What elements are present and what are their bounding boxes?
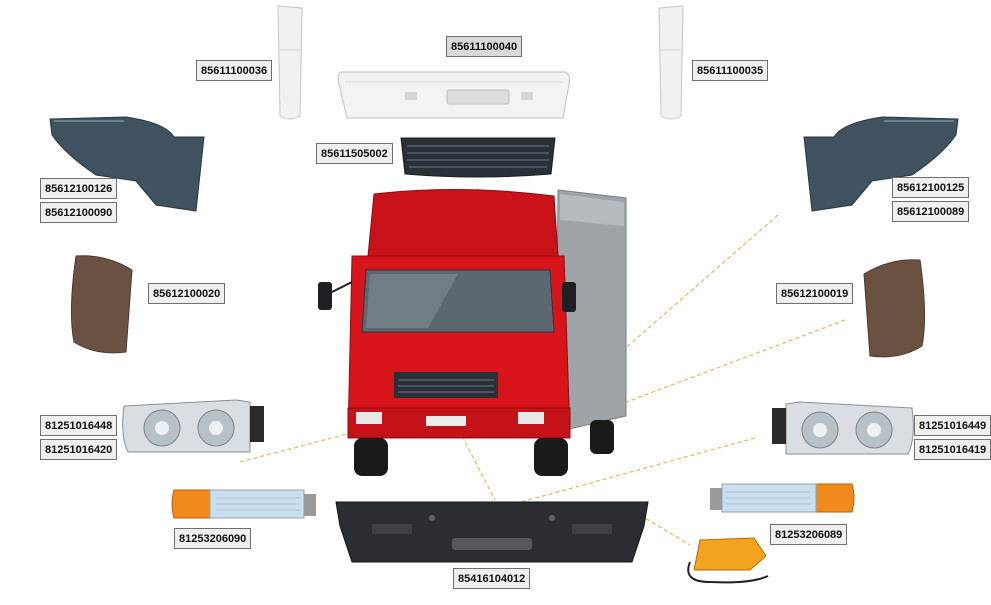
part-label-81253206089: 81253206089 bbox=[770, 524, 848, 545]
right-indicator-lamp-image bbox=[710, 483, 855, 513]
truck-image bbox=[318, 188, 627, 476]
part-label-85612100089: 85612100089 bbox=[892, 201, 970, 222]
part-label-85611100036: 85611100036 bbox=[196, 60, 273, 81]
part-label-85612100020: 85612100020 bbox=[148, 283, 226, 304]
part-label-85611100040: 85611100040 bbox=[446, 36, 523, 57]
right-side-panel-image bbox=[803, 116, 959, 212]
right-headlamp-image bbox=[772, 401, 914, 455]
part-label-85416104012: 85416104012 bbox=[453, 568, 531, 589]
left-headlamp-image bbox=[122, 399, 264, 453]
part-label-85612100019: 85612100019 bbox=[776, 283, 854, 304]
left-indicator-lamp-image bbox=[171, 489, 316, 519]
right-mud-flap-image bbox=[863, 259, 926, 358]
part-label-81251016449: 81251016449 bbox=[914, 415, 991, 436]
part-label-85612100125: 85612100125 bbox=[892, 177, 970, 198]
part-label-85612100126: 85612100126 bbox=[40, 178, 118, 199]
left-pillar-image bbox=[277, 5, 303, 120]
part-label-85611505002: 85611505002 bbox=[316, 143, 393, 164]
left-side-panel-image bbox=[49, 116, 205, 212]
right-pillar-image bbox=[658, 5, 684, 120]
part-label-85612100090: 85612100090 bbox=[40, 202, 118, 223]
lower-bumper-image bbox=[335, 501, 649, 563]
side-marker-lamp-image bbox=[687, 537, 769, 584]
front-panel-image bbox=[337, 71, 571, 119]
left-mud-flap-image bbox=[70, 255, 133, 354]
part-label-81251016419: 81251016419 bbox=[914, 439, 991, 460]
grille-image bbox=[400, 137, 556, 178]
part-label-81251016448: 81251016448 bbox=[40, 415, 118, 436]
part-label-81251016420: 81251016420 bbox=[40, 439, 118, 460]
part-label-85611100035: 85611100035 bbox=[692, 60, 769, 81]
part-label-81253206090: 81253206090 bbox=[174, 528, 252, 549]
